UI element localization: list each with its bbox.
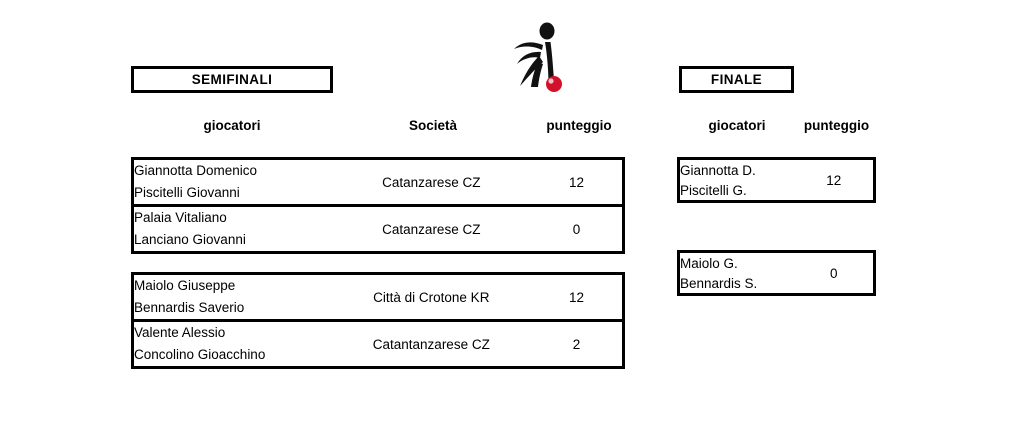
table-row: Piscitelli G. — [678, 180, 875, 202]
table-row: Bennardis S. — [678, 273, 875, 295]
finale-header-punteggio: punteggio — [803, 118, 870, 133]
bocce-player-logo — [505, 14, 577, 96]
table-row: Bennardis Saverio — [132, 297, 624, 321]
semifinali-header-giocatori: giocatori — [203, 118, 261, 133]
player-name: Piscitelli G. — [678, 180, 795, 202]
semifinali-title-label: SEMIFINALI — [191, 72, 273, 87]
player-name: Giannotta Domenico — [132, 158, 332, 182]
score-value: 0 — [530, 204, 624, 253]
logo-head — [539, 22, 555, 40]
player-name: Valente Alessio — [132, 319, 332, 344]
logo-arm-upper — [514, 42, 543, 50]
society-name: Catanzarese CZ — [331, 204, 531, 253]
score-value: 0 — [794, 251, 875, 295]
table-row: Valente Alessio Catantanzarese CZ 2 — [132, 319, 624, 368]
society-name: Catanzarese CZ — [331, 158, 531, 206]
table-row: Giannotta D. 12 — [678, 158, 875, 202]
finale-team-2-table: Maiolo G. 0 Bennardis S. — [677, 250, 876, 296]
logo-leg-back — [520, 56, 543, 86]
player-name: Giannotta D. — [678, 158, 795, 180]
player-name: Lanciano Giovanni — [132, 229, 332, 253]
player-name: Bennardis S. — [678, 273, 795, 295]
player-name: Maiolo G. — [678, 251, 795, 273]
table-row: Palaia Vitaliano Catanzarese CZ 0 — [132, 204, 624, 253]
semifinali-header-punteggio: punteggio — [546, 118, 612, 133]
player-name: Piscitelli Giovanni — [132, 182, 332, 206]
table-row: Lanciano Giovanni — [132, 229, 624, 253]
society-name: Città di Crotone KR — [331, 273, 531, 321]
finale-team-1-table: Giannotta D. 12 Piscitelli G. — [677, 157, 876, 203]
semifinali-match-1-table: Giannotta Domenico Catanzarese CZ 12 Pis… — [131, 157, 625, 254]
table-row: Concolino Gioacchino — [132, 344, 624, 368]
score-value: 12 — [794, 158, 875, 202]
bocce-player-logo-graphic — [505, 14, 577, 96]
finale-title-label: FINALE — [710, 72, 763, 87]
player-name: Concolino Gioacchino — [132, 344, 332, 368]
logo-arm-lower — [517, 51, 541, 64]
table-row: Maiolo Giuseppe Città di Crotone KR 12 — [132, 273, 624, 321]
logo-torso — [545, 42, 554, 80]
player-name: Palaia Vitaliano — [132, 204, 332, 229]
logo-bocce-ball-highlight — [548, 78, 554, 84]
semifinali-title-box: SEMIFINALI — [131, 66, 333, 93]
table-row: Piscitelli Giovanni — [132, 182, 624, 206]
semifinali-match-2-table: Maiolo Giuseppe Città di Crotone KR 12 B… — [131, 272, 625, 369]
table-row: Maiolo G. 0 — [678, 251, 875, 295]
score-value: 2 — [530, 319, 624, 368]
semifinali-header-societa: Società — [408, 118, 458, 133]
finale-header-giocatori: giocatori — [708, 118, 766, 133]
table-row: Giannotta Domenico Catanzarese CZ 12 — [132, 158, 624, 206]
player-name: Maiolo Giuseppe — [132, 273, 332, 297]
logo-leg-front — [531, 62, 543, 87]
finale-title-box: FINALE — [679, 66, 794, 93]
score-value: 12 — [530, 273, 624, 321]
logo-bocce-ball — [546, 76, 562, 92]
player-name: Bennardis Saverio — [132, 297, 332, 321]
society-name: Catantanzarese CZ — [331, 319, 531, 368]
score-value: 12 — [530, 158, 624, 206]
